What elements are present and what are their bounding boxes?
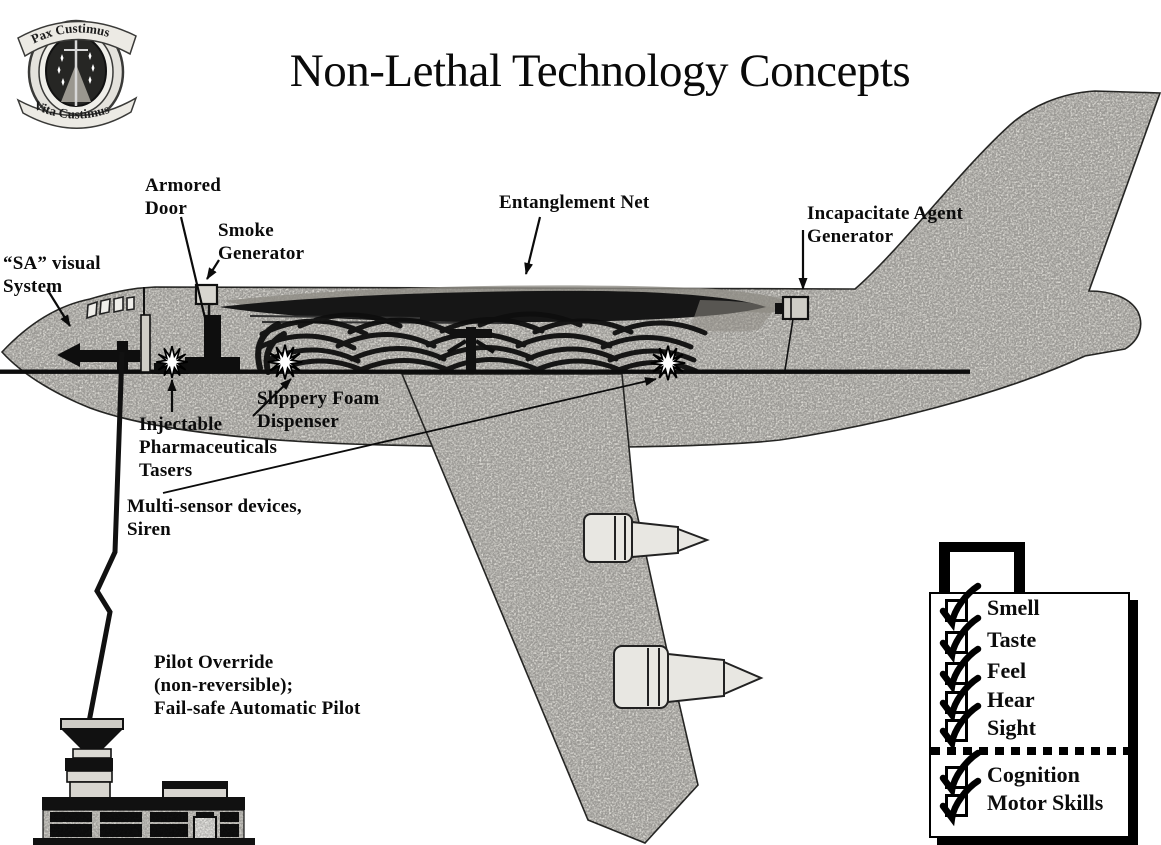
label-injectable: Injectable Pharmaceuticals Tasers (139, 414, 278, 481)
star-icons (57, 52, 95, 86)
checklist-label: Motor Skills (987, 790, 1104, 815)
checkmark-icon (939, 674, 982, 724)
checklist-item: Cognition (931, 749, 1128, 799)
label-slippery-foam: Slippery Foam Dispenser (257, 388, 380, 432)
checklist-panel: Smell Taste Feel Hear Sight (929, 582, 1130, 838)
engine-1-icon (583, 513, 710, 563)
checkmark-icon (939, 645, 982, 695)
net-anchor-post (446, 327, 496, 372)
checklist-item: Motor Skills (931, 777, 1128, 827)
effects-checklist: Smell Taste Feel Hear Sight (929, 535, 1139, 845)
plane-illustration (0, 90, 1161, 844)
pointer-lines (46, 216, 808, 494)
checklist-item: Sight (931, 702, 1128, 752)
fuselage-centerline (0, 369, 970, 374)
dotted-divider (931, 747, 1128, 755)
checklist-label: Taste (987, 627, 1037, 652)
label-entanglement-net: Entanglement Net (499, 192, 650, 213)
incapacitate-device (775, 295, 810, 371)
crest-logo: Pax Custimus Vita Custimus (16, 19, 138, 129)
label-smoke-generator: Smoke Generator (218, 220, 305, 264)
checklist-label: Sight (987, 715, 1036, 740)
entanglement-net-graphic (255, 311, 708, 375)
checklist-label: Cognition (987, 762, 1080, 787)
checklist-item: Feel (931, 645, 1128, 695)
control-tower-illustration (33, 718, 255, 845)
engine-2-icon (613, 645, 764, 709)
checklist-label: Smell (987, 595, 1040, 620)
checkmark-icon (939, 582, 982, 632)
top-ribbon (17, 20, 137, 58)
armored-door-device (185, 315, 240, 373)
checkmark-icon (939, 702, 982, 752)
checkmark-icon (939, 777, 982, 827)
label-armored-door: Armored Door (145, 175, 221, 219)
label-pilot-override: Pilot Override (non-reversible); Fail-sa… (154, 652, 361, 719)
label-multi-sensor: Multi-sensor devices, Siren (127, 496, 302, 540)
checklist-item: Hear (931, 674, 1128, 724)
checklist-item: Smell (931, 582, 1128, 632)
antenna-pillar (140, 287, 151, 373)
cockpit-windows-icon (86, 296, 135, 320)
checkmark-icon (939, 749, 982, 799)
pilot-override-link-line (86, 351, 125, 723)
clipboard-clip-icon (939, 542, 1025, 598)
checklist-label: Feel (987, 658, 1027, 683)
checklist-label: Hear (987, 687, 1035, 712)
bottom-ribbon (16, 96, 138, 129)
checkmark-icon (939, 614, 982, 664)
label-sa-visual-system: “SA” visual System (3, 253, 101, 297)
checklist-item: Taste (931, 614, 1128, 664)
label-incapacitate-agent: Incapacitate Agent Generator (807, 203, 964, 247)
page-title: Non-Lethal Technology Concepts (289, 45, 911, 98)
